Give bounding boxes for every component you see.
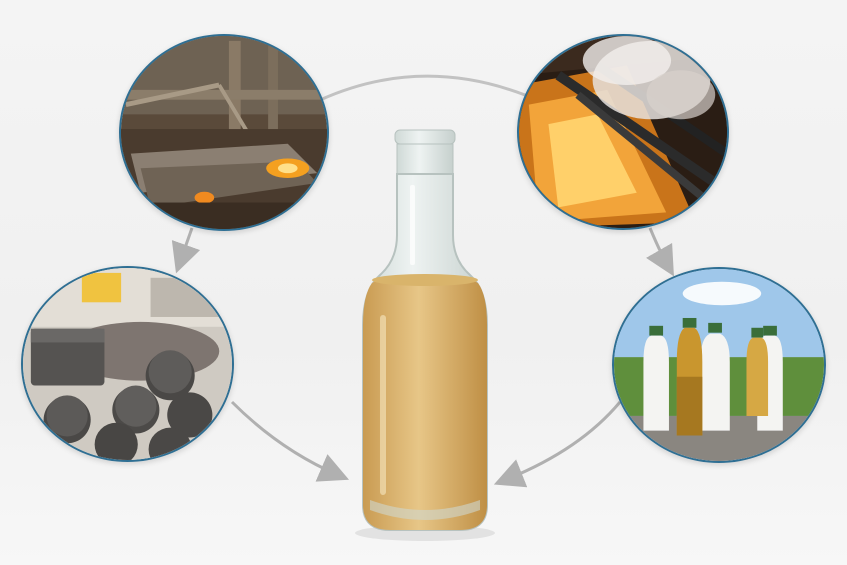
glass-bottle-photo — [350, 125, 500, 545]
arrow-bottom-left — [230, 400, 350, 482]
arrow-left-down — [171, 227, 201, 274]
arrow-top — [319, 74, 526, 102]
milk-bottles-photo — [612, 267, 826, 463]
arrow-right-down — [646, 227, 674, 277]
embers-photo — [517, 34, 729, 230]
furnace-photo — [119, 34, 329, 231]
bricks-photo — [21, 266, 234, 462]
arrow-bottom-right — [493, 401, 622, 488]
